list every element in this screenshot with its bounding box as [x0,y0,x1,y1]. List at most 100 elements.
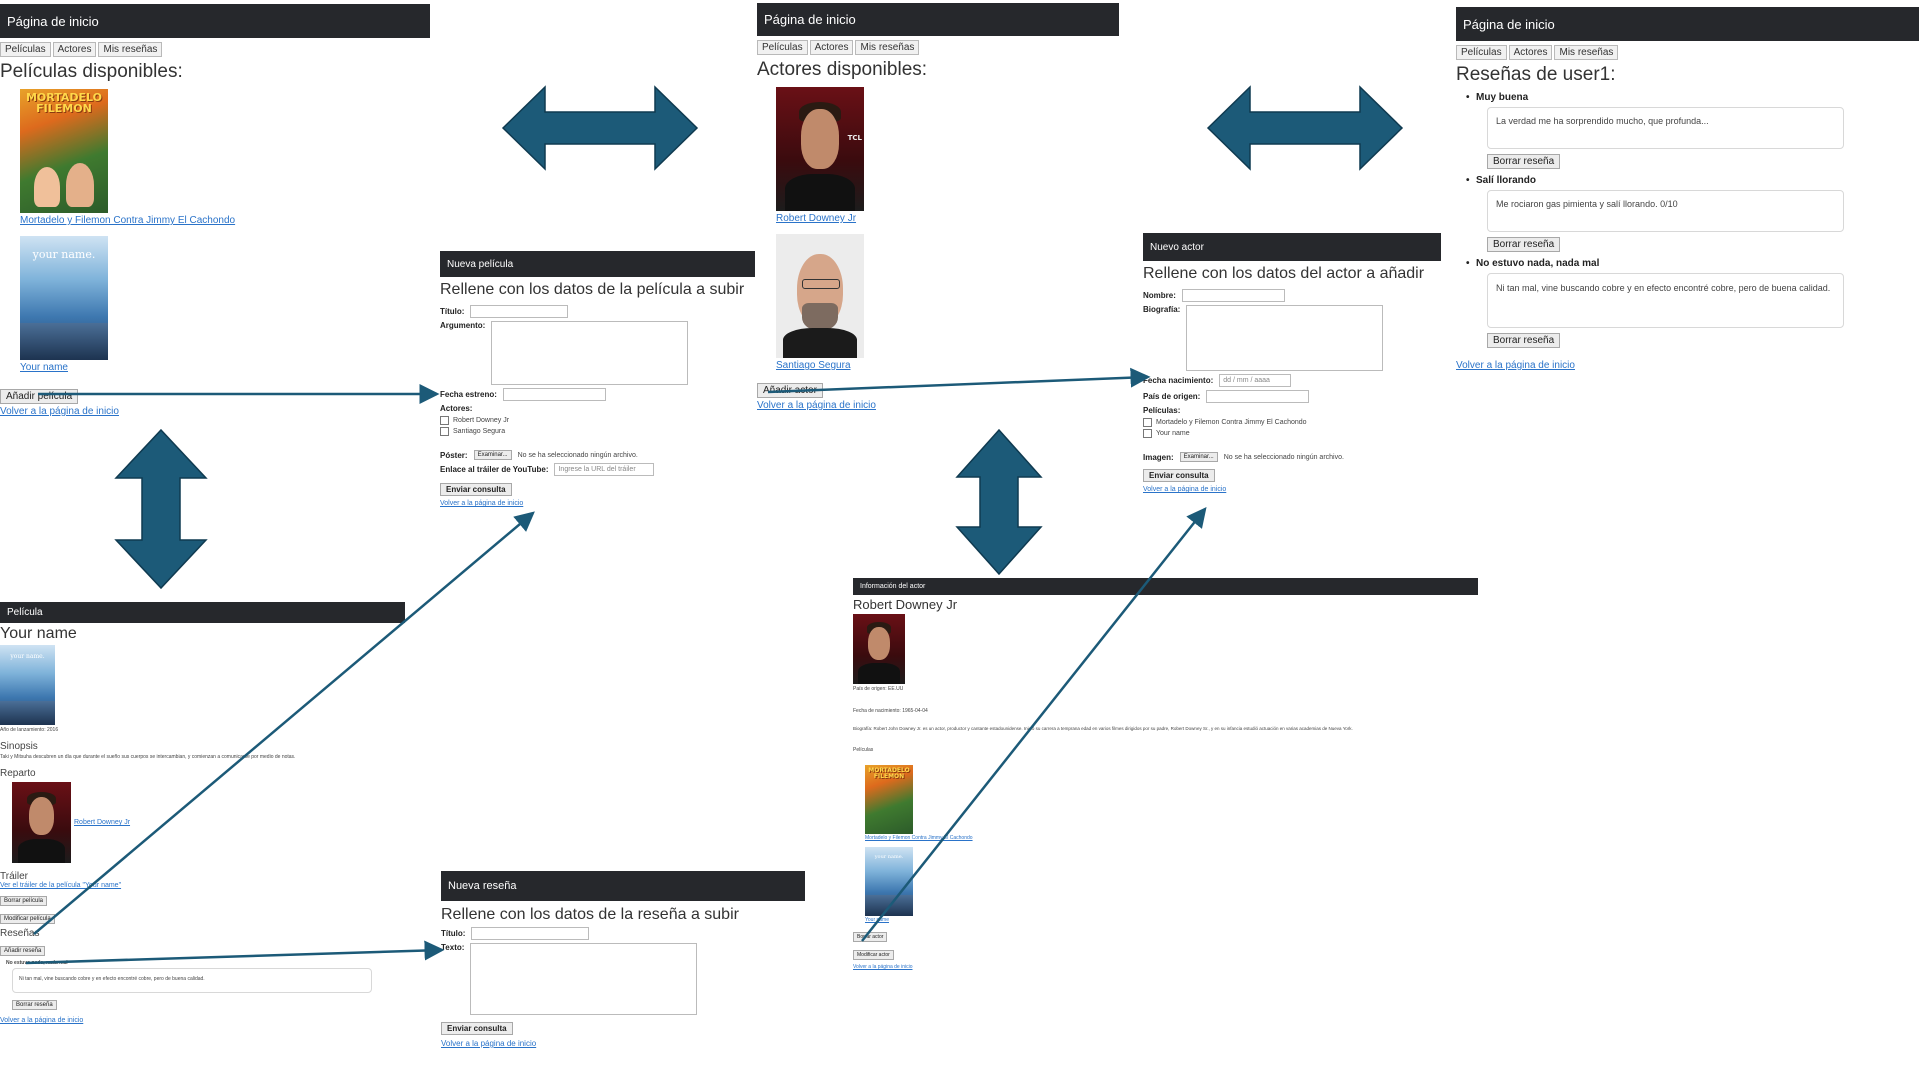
movies-heading: Películas [853,747,874,753]
new-actor-header: Nuevo actor [1143,233,1441,261]
nav-reviews[interactable]: Mis reseñas [1554,45,1619,60]
browse-button[interactable]: Examinar... [1179,452,1218,462]
double-arrow-movies-actors [501,85,699,171]
back-home-link[interactable]: Volver a la página de inicio [0,406,119,417]
delete-review-button[interactable]: Borrar reseña [1487,237,1561,252]
back-home-link[interactable]: Volver a la página de inicio [0,1017,84,1024]
movie-link-mortadelo[interactable]: Mortadelo y Filemon Contra Jimmy El Cach… [865,835,973,841]
page-title: Actores disponibles: [757,59,928,80]
header-title: Página de inicio [1463,16,1555,32]
title-input[interactable] [470,305,569,318]
back-home-link[interactable]: Volver a la página de inicio [1456,360,1575,371]
nav-reviews[interactable]: Mis reseñas [98,42,163,57]
submit-button[interactable]: Enviar consulta [1143,469,1215,482]
add-actor-button[interactable]: Añadir actor [757,383,823,398]
modify-movie-button[interactable]: Modificar película [0,914,55,924]
actor-photo-segura[interactable] [776,234,864,358]
movie-detail-panel: Película Your name your name. Año de lan… [0,602,405,1024]
name-input[interactable] [1181,289,1285,302]
cast-photo[interactable] [12,782,71,863]
actor-link-segura[interactable]: Santiago Segura [776,360,851,371]
country-input[interactable] [1206,390,1310,403]
add-movie-button[interactable]: Añadir película [0,389,79,404]
movie-title: Your name [0,625,77,642]
nav-reviews[interactable]: Mis reseñas [855,40,920,55]
nav-actors[interactable]: Actores [1508,45,1553,60]
image-label: Imagen: [1143,452,1174,462]
synopsis-heading: Sinopsis [0,741,38,752]
new-actor-panel: Nuevo actor Rellene con los datos del ac… [1143,233,1441,493]
title-label: Título: [440,307,465,316]
modify-actor-button[interactable]: Modificar actor [853,950,894,960]
back-home-link[interactable]: Volver a la página de inicio [853,964,913,970]
synopsis-text: Taki y Mitsuha descubren un día que dura… [0,754,296,760]
review-title-input[interactable] [471,927,590,940]
submit-button[interactable]: Enviar consulta [440,483,512,496]
actor-option: Robert Downey Jr [453,417,510,424]
double-arrow-actors-detail [955,428,1043,576]
delete-review-button[interactable]: Borrar reseña [1487,333,1561,348]
delete-actor-button[interactable]: Borrar actor [853,932,888,942]
actor-birth: Fecha de nacimiento: 1965-04-04 [853,708,928,714]
new-movie-header: Nueva película [440,251,755,277]
review-title-label: Título: [441,929,466,938]
movie-checkbox[interactable] [1143,429,1152,438]
movies-page-panel: Página de inicio Películas Actores Mis r… [0,4,430,417]
nav-movies[interactable]: Películas [1456,45,1507,60]
movie-link-your-name[interactable]: Your name [865,917,889,923]
submit-button[interactable]: Enviar consulta [441,1022,513,1035]
review-title: No estuvo nada, nada mal [1466,258,1919,269]
back-home-link[interactable]: Volver a la página de inicio [757,400,876,411]
header-title: Página de inicio [7,13,99,29]
movie-poster-your-name[interactable]: your name. [865,847,913,916]
bio-textarea[interactable] [1186,305,1384,371]
actor-checkbox[interactable] [440,416,449,425]
trailer-heading: Tráiler [0,871,28,882]
birth-date-input[interactable]: dd / mm / aaaa [1219,374,1292,387]
form-title: Rellene con los datos del actor a añadir [1143,265,1425,282]
nav-actors[interactable]: Actores [52,42,97,57]
nav-movies[interactable]: Películas [757,40,808,55]
nav-actors[interactable]: Actores [809,40,854,55]
cast-link[interactable]: Robert Downey Jr [74,819,131,826]
poster-label: Póster: [440,450,468,460]
movie-detail-header: Película [0,602,405,623]
review-card: Ni tan mal, vine buscando cobre y en efe… [12,968,372,993]
double-arrow-movies-detail [114,428,208,590]
actor-link-rdj[interactable]: Robert Downey Jr [776,213,857,224]
review-text-label: Texto: [441,943,465,952]
bio-label: Biografía: [1143,305,1181,314]
new-review-panel: Nueva reseña Rellene con los datos de la… [441,871,805,1048]
header-title: Nueva película [447,258,514,270]
actor-checkbox[interactable] [440,427,449,436]
actor-origin: País de origen: EE.UU [853,686,904,692]
movie-link-mortadelo[interactable]: Mortadelo y Filemon Contra Jimmy El Cach… [20,215,236,226]
delete-review-button[interactable]: Borrar reseña [1487,154,1561,169]
header-title: Página de inicio [764,12,856,27]
header-title: Nueva reseña [448,880,517,892]
back-home-link[interactable]: Volver a la página de inicio [440,500,524,507]
movie-poster-your-name[interactable]: your name. [20,236,108,360]
back-home-link[interactable]: Volver a la página de inicio [441,1039,537,1048]
nav-movies[interactable]: Películas [0,42,51,57]
release-date-input[interactable] [502,388,606,401]
back-home-link[interactable]: Volver a la página de inicio [1143,486,1227,493]
movie-link-your-name[interactable]: Your name [20,362,68,373]
add-review-button[interactable]: Añadir reseña [0,946,46,956]
browse-button[interactable]: Examinar... [473,450,512,460]
review-title: Salí llorando [1466,175,1919,186]
actor-photo-rdj[interactable]: TCL [776,87,864,211]
actors-page-header: Página de inicio [757,3,1119,36]
movies-page-header: Página de inicio [0,4,430,38]
actor-name: Robert Downey Jr [853,597,958,612]
review-textarea[interactable] [470,943,698,1015]
delete-movie-button[interactable]: Borrar película [0,896,48,906]
movie-checkbox[interactable] [1143,418,1152,427]
trailer-input[interactable]: Ingrese la URL del tráiler [554,463,655,476]
plot-textarea[interactable] [491,321,689,385]
delete-review-button[interactable]: Borrar reseña [12,1000,57,1010]
movies-label: Películas: [1143,406,1181,415]
trailer-link[interactable]: Ver el tráiler de la película "Your name… [0,882,122,889]
